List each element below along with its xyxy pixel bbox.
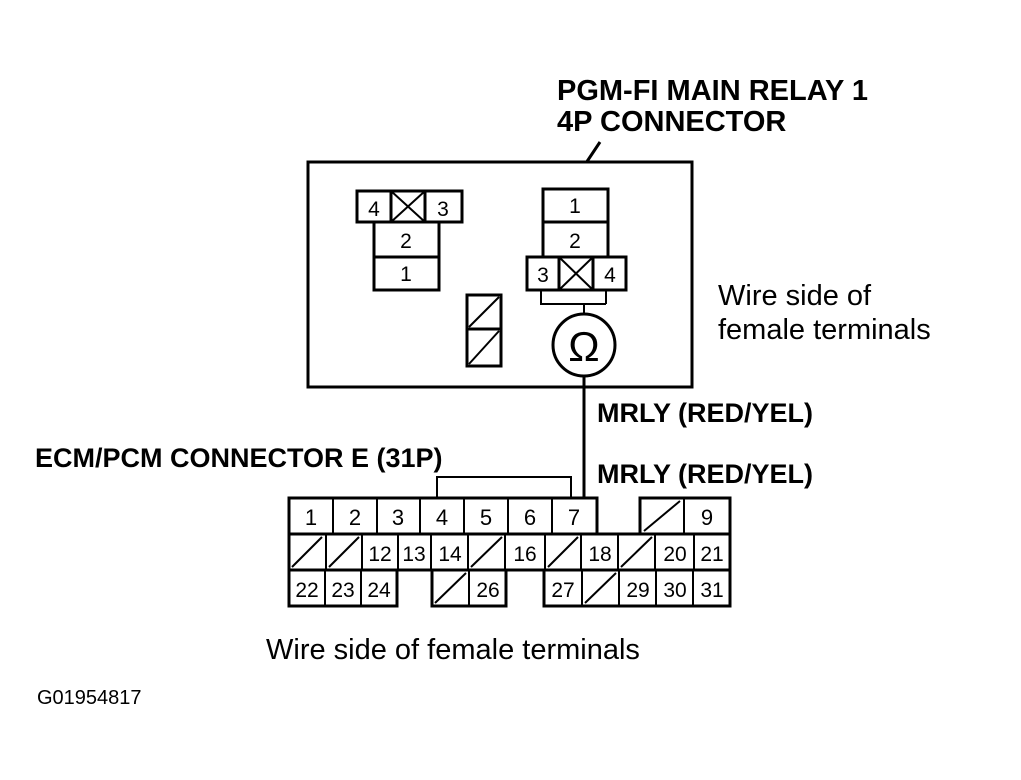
socket-pin-4: 4	[368, 198, 380, 221]
ecm-pin-14: 14	[438, 543, 462, 566]
relay-pin-1: 1	[569, 195, 581, 218]
ohmmeter: Ω	[540, 290, 617, 498]
ecm-pin-3: 3	[392, 505, 404, 530]
ecm-pin-9: 9	[701, 505, 713, 530]
relay-4p-connector: 1 2 3 4	[525, 187, 628, 292]
ecm-pin-12: 12	[368, 543, 391, 566]
relay-side-label-line1: Wire side of	[718, 280, 872, 312]
relay-pin-4: 4	[604, 264, 616, 287]
wire-label-lower: MRLY (RED/YEL)	[597, 459, 813, 489]
ecm-pin-24: 24	[367, 579, 391, 602]
empty-cavities	[465, 293, 503, 368]
ecm-pin-7: 7	[568, 505, 580, 530]
ecm-pin-22: 22	[295, 579, 318, 602]
ecm-pin-2: 2	[349, 505, 361, 530]
ecm-pin-27: 27	[551, 579, 574, 602]
ohm-symbol: Ω	[568, 323, 599, 370]
ecm-pin-26: 26	[476, 579, 499, 602]
ecm-pin-29: 29	[626, 579, 649, 602]
ecm-title: ECM/PCM CONNECTOR E (31P)	[35, 443, 443, 473]
ecm-pin-1: 1	[305, 505, 317, 530]
ecm-pin-23: 23	[331, 579, 354, 602]
ecm-pin-6: 6	[524, 505, 536, 530]
wire-label-upper: MRLY (RED/YEL)	[597, 398, 813, 428]
relay-pin-2: 2	[569, 230, 581, 253]
socket-pin-3: 3	[437, 198, 449, 221]
relay-pin-3: 3	[537, 264, 549, 287]
relay-title-line2: 4P CONNECTOR	[557, 106, 786, 138]
figure-id: G01954817	[37, 687, 142, 709]
ecm-pin-21: 21	[700, 543, 723, 566]
ecm-pin-5: 5	[480, 505, 492, 530]
relay-socket-left: 4 3 2 1	[355, 189, 464, 292]
ecm-pin-13: 13	[402, 543, 425, 566]
relay-title-line1: PGM-FI MAIN RELAY 1	[557, 75, 868, 107]
test-bracket	[436, 476, 572, 498]
ecm-connector: 1 2 3 4 5 6 7 9 12 13 14 16 18 20 21 22 …	[287, 496, 732, 608]
ecm-pin-20: 20	[663, 543, 686, 566]
ecm-pin-31: 31	[700, 579, 723, 602]
relay-side-label-line2: female terminals	[718, 314, 931, 346]
socket-pin-1: 1	[400, 263, 412, 286]
ecm-pin-4: 4	[436, 505, 448, 530]
ecm-pin-16: 16	[513, 543, 536, 566]
socket-pin-2: 2	[400, 230, 412, 253]
ecm-pin-18: 18	[588, 543, 611, 566]
ecm-pin-30: 30	[663, 579, 686, 602]
ecm-side-label: Wire side of female terminals	[266, 634, 640, 666]
